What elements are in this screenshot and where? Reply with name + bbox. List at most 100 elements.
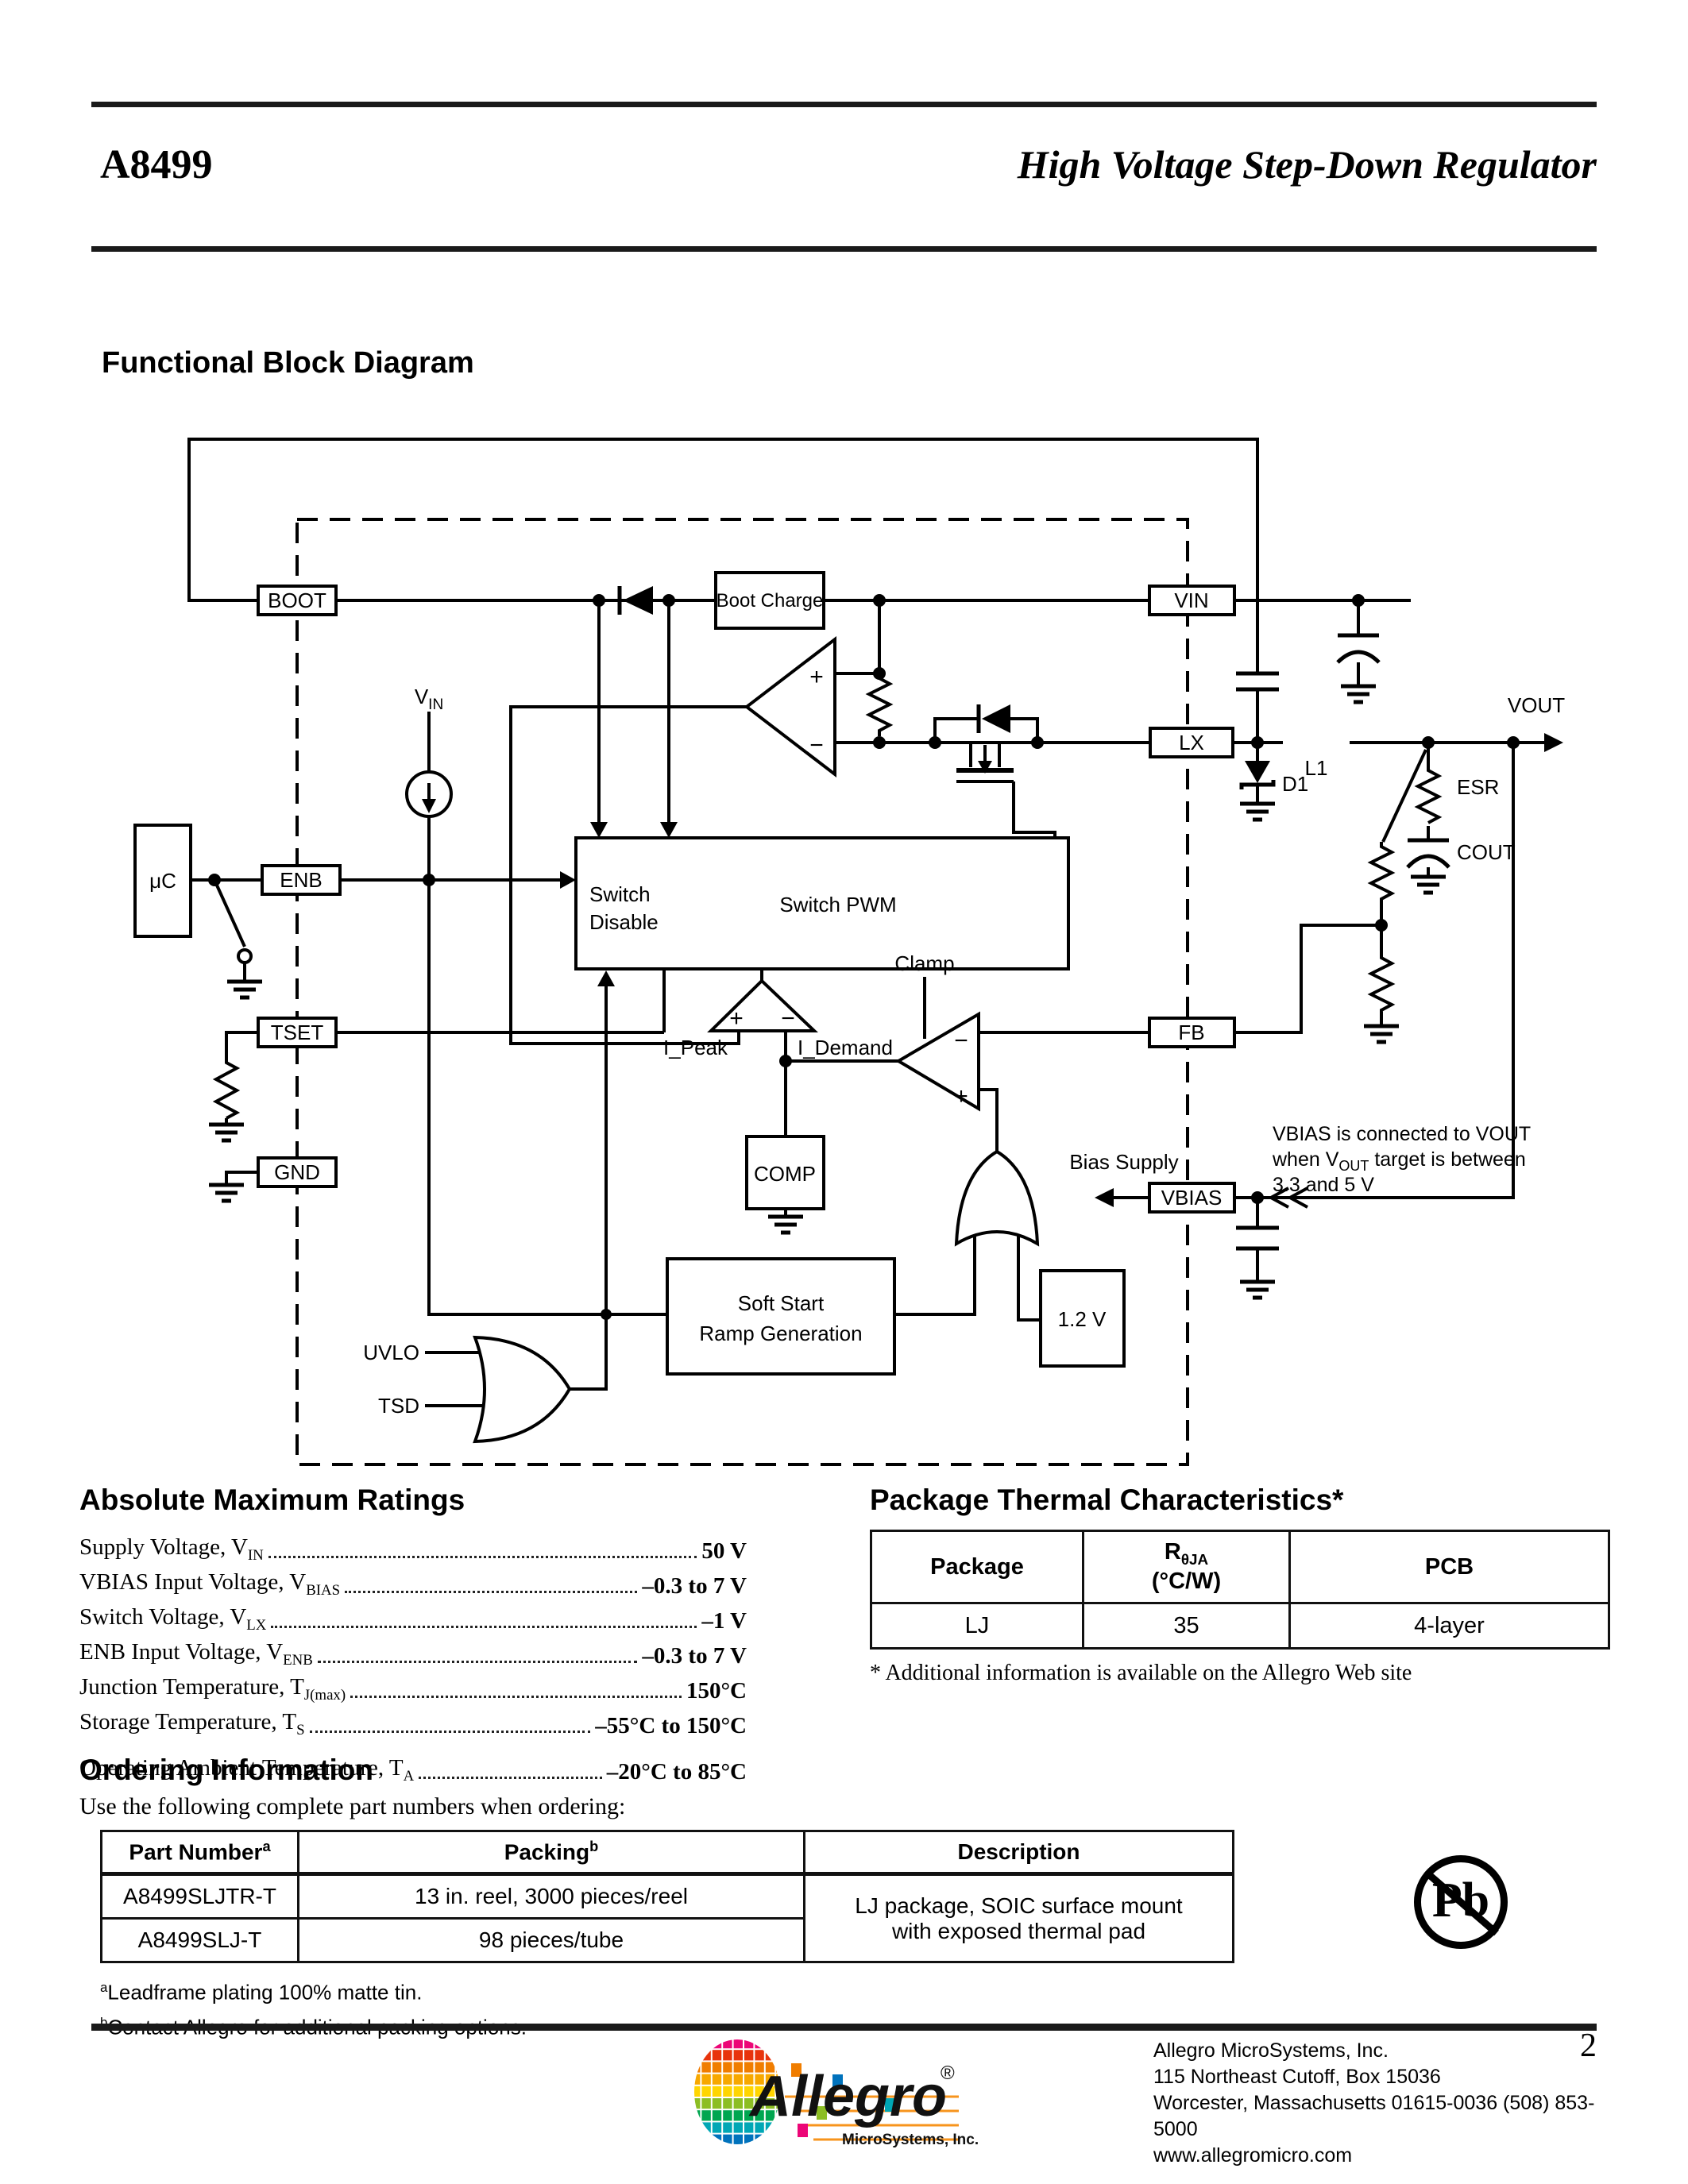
clamp-label: Clamp — [894, 951, 954, 975]
pin-enb-label: ENB — [280, 868, 322, 892]
ground-gnd-pin — [209, 1183, 244, 1203]
vout-arrow — [1544, 733, 1563, 752]
pin-vin-label: VIN — [1174, 588, 1208, 612]
absolute-maximum-ratings-section: Absolute Maximum Ratings Supply Voltage,… — [79, 1484, 747, 1785]
pin-vbias — [1148, 1182, 1236, 1214]
amr-title: Absolute Maximum Ratings — [79, 1484, 465, 1516]
ipeak-label: I_Peak — [663, 1036, 728, 1059]
part-number-heading: A8499 — [100, 142, 213, 187]
header-rule-bottom — [91, 246, 1597, 252]
switch-pwm-label: Switch PWM — [779, 893, 896, 916]
thermal-title: Package Thermal Characteristics* — [870, 1484, 1344, 1516]
erramp-plus: + — [954, 1083, 968, 1109]
amr-item: Operating Ambient Temperature, TA–20°C t… — [79, 1755, 747, 1785]
comp-label: COMP — [754, 1162, 816, 1186]
pin-tset — [257, 1017, 338, 1048]
bias-supply-label: Bias Supply — [1069, 1150, 1178, 1174]
footer-address-2: Worcester, Massachusetts 01615-0036 (508… — [1153, 2092, 1595, 2140]
idemand-label: I_Demand — [798, 1036, 893, 1059]
ref-block — [1039, 1269, 1126, 1368]
svg-text:3.3 and 5 V: 3.3 and 5 V — [1273, 1174, 1374, 1196]
pin-enb — [261, 864, 342, 896]
pin-tset-label: TSET — [271, 1021, 324, 1044]
vbias-capacitor — [1236, 1225, 1279, 1251]
pin-vbias-label: VBIAS — [1161, 1186, 1223, 1210]
diagram-heading: Functional Block Diagram — [102, 346, 474, 380]
uc-block — [133, 824, 192, 938]
page-number: 2 — [1580, 2028, 1597, 2064]
ground-vin-cap — [1341, 684, 1376, 704]
cout-capacitor — [1406, 838, 1450, 869]
ordering-col-desc: Description — [803, 1830, 1234, 1876]
switch-pwm-block — [574, 836, 1070, 970]
vin-input-capacitor — [1336, 633, 1381, 664]
part-number-cell: A8499SLJ-T — [100, 1917, 299, 1963]
d1-diode — [1239, 761, 1276, 789]
vin-source-label: VIN — [415, 685, 443, 713]
sense-minus: − — [809, 732, 824, 758]
boot-drop-arrow-2 — [660, 822, 678, 838]
boot-charge-block — [714, 571, 825, 630]
description-cell: LJ package, SOIC surface mount with expo… — [803, 1873, 1234, 1963]
footer-web: www.allegromicro.com — [1153, 2144, 1353, 2167]
thermal-pcb-value: 4-layer — [1288, 1602, 1610, 1650]
thermal-col-rtheta: RθJA (°C/W) — [1082, 1530, 1291, 1604]
thermal-table: Package RθJA (°C/W) PCB LJ 35 4-layer — [870, 1530, 1610, 1650]
allegro-logo-subtitle: MicroSystems, Inc. — [842, 2132, 979, 2148]
erramp-minus: − — [954, 1028, 968, 1054]
footer-company: Allegro MicroSystems, Inc. — [1153, 2039, 1389, 2062]
switch-disable-label-2: Disable — [589, 910, 659, 934]
switch-disable-label-1: Switch — [589, 882, 651, 906]
ground-cout — [1411, 874, 1446, 895]
soft-start-label-2: Ramp Generation — [699, 1322, 862, 1345]
allegro-logo-wordmark: Allegro — [748, 2065, 947, 2128]
vbias-chevrons — [1267, 1187, 1308, 1209]
junction-dots — [208, 594, 1520, 1320]
header-rule-top — [91, 102, 1597, 107]
soft-start-block — [666, 1257, 896, 1376]
uc-label: μC — [149, 869, 176, 893]
boot-diode — [617, 586, 653, 615]
ipeak-comparator — [707, 978, 818, 1032]
allegro-logo-accent-squares — [791, 2063, 895, 2137]
page-title: High Voltage Step-Down Regulator — [1017, 142, 1597, 187]
amr-item: ENB Input Voltage, VENB–0.3 to 7 V — [79, 1639, 747, 1669]
tsd-label: TSD — [378, 1394, 419, 1418]
thermal-col-pcb: PCB — [1288, 1530, 1610, 1604]
ordering-intro: Use the following complete part numbers … — [79, 1793, 626, 1819]
ordering-title: Ordering Information — [79, 1754, 373, 1786]
allegro-logo-registered: ® — [941, 2062, 955, 2084]
esr-label: ESR — [1457, 775, 1499, 799]
amr-item: Switch Voltage, VLX–1 V — [79, 1604, 747, 1634]
sense-plus: + — [809, 664, 824, 690]
ground-divider — [1364, 1024, 1399, 1044]
vout-label: VOUT — [1508, 693, 1565, 717]
footer-address-1: 115 Northeast Cutoff, Box 15036 — [1153, 2066, 1441, 2088]
ordering-row: A8499SLJ-T 98 pieces/tube — [100, 1917, 1234, 1963]
thermal-row: LJ 35 4-layer — [870, 1602, 1610, 1650]
current-sense-comparator — [744, 635, 836, 778]
svg-text:VBIAS is connected to VOUT: VBIAS is connected to VOUT — [1273, 1123, 1531, 1145]
pin-boot — [257, 585, 338, 616]
ipeak-minus: − — [781, 1005, 795, 1032]
current-source-arrow — [422, 799, 436, 813]
ground-tset — [209, 1122, 244, 1143]
thermal-section: Package Thermal Characteristics* Package… — [870, 1484, 1610, 1686]
ground-d1 — [1240, 801, 1275, 822]
esr-resistor — [1414, 766, 1443, 824]
ground-vbias-cap — [1240, 1279, 1275, 1300]
soft-start-label-1: Soft Start — [738, 1291, 825, 1315]
bias-supply-arrow — [1095, 1188, 1114, 1207]
ordering-row: A8499SLJTR-T 13 in. reel, 3000 pieces/re… — [100, 1873, 1234, 1963]
mosfet-arrow — [978, 761, 992, 774]
enb-arrow — [560, 871, 576, 889]
allegro-logo: Allegro ® MicroSystems, Inc. — [694, 2039, 979, 2148]
thermal-package-value: LJ — [870, 1602, 1084, 1650]
allegro-logo-lines — [785, 2095, 959, 2141]
fault-arrow — [597, 970, 615, 986]
footer-address: Allegro MicroSystems, Inc. 115 Northeast… — [1153, 2038, 1598, 2169]
amr-item: Storage Temperature, TS–55°C to 150°C — [79, 1709, 747, 1738]
amr-item: VBIAS Input Voltage, VBIAS–0.3 to 7 V — [79, 1569, 747, 1599]
